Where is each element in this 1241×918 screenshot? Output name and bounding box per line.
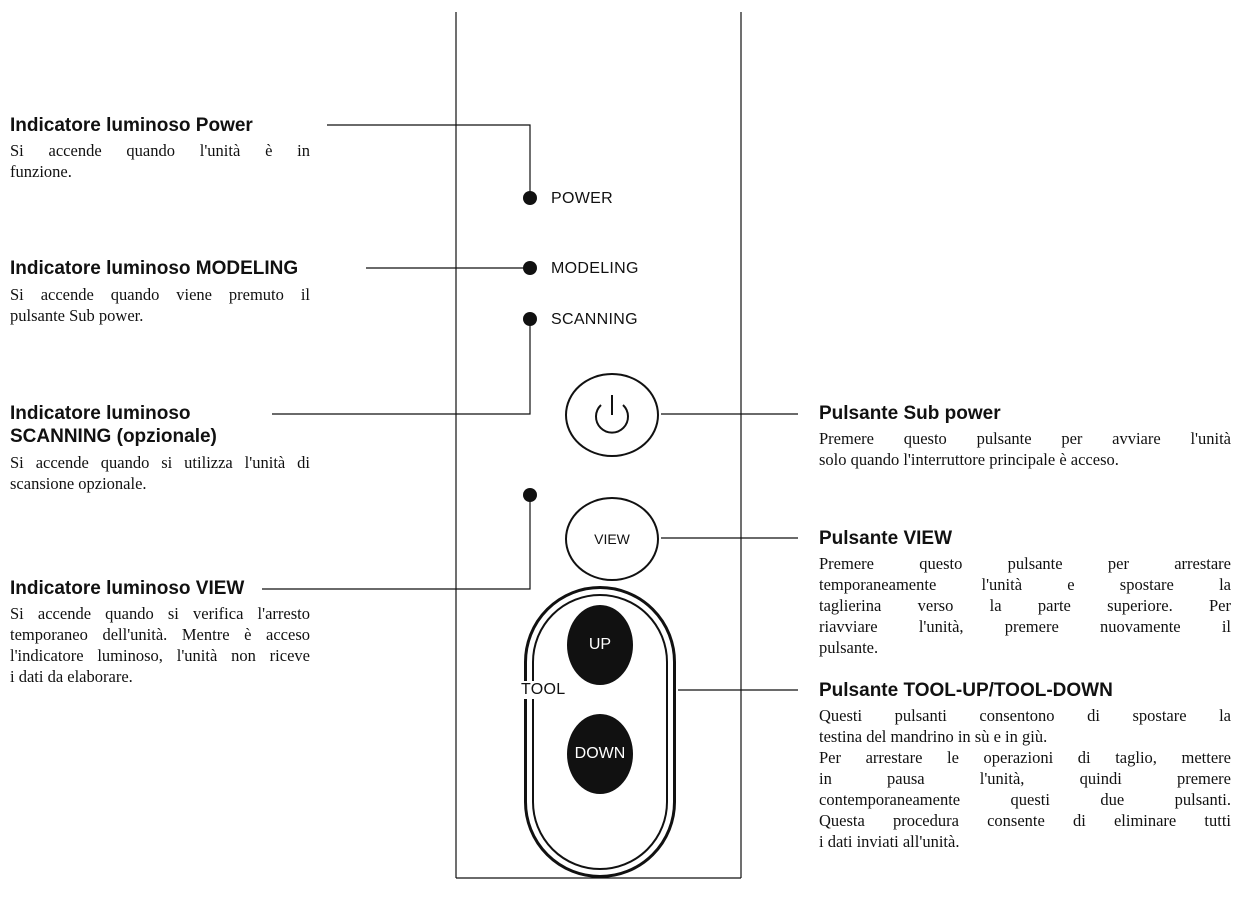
view-led <box>523 488 537 502</box>
modeling-led <box>523 261 537 275</box>
power-symbol-icon <box>594 394 629 434</box>
view-button[interactable]: VIEW <box>565 497 659 581</box>
tool-label: TOOL <box>519 681 568 699</box>
power-callout-desc: Si accende quando l'unità è in funzione. <box>10 141 310 181</box>
sub-power-callout-desc: Premere questo pulsante per avviare l'un… <box>819 429 1231 469</box>
modeling-led-label: MODELING <box>551 260 639 277</box>
scanning-led <box>523 312 537 326</box>
view-button-label: VIEW <box>594 531 630 547</box>
sub-power-button[interactable] <box>565 373 659 457</box>
tool-callout-desc: Questi pulsanti consentono di spostare l… <box>819 706 1231 851</box>
view-led-callout-title: Indicatore luminoso VIEW <box>10 578 245 599</box>
modeling-callout-title: Indicatore luminoso MODELING <box>10 258 299 279</box>
scanning-leader-line <box>272 322 531 415</box>
power-leader-line <box>327 124 531 198</box>
scanning-callout-title-line2: SCANNING (opzionale) <box>10 426 217 447</box>
tool-up-label: UP <box>588 636 612 653</box>
tool-down-label: DOWN <box>574 745 626 762</box>
scanning-callout-desc: Si accende quando si utilizza l'unità di… <box>10 453 310 493</box>
power-led-label: POWER <box>551 190 613 207</box>
scanning-callout-title-line1: Indicatore luminoso <box>10 403 191 424</box>
power-led <box>523 191 537 205</box>
view-button-callout-title: Pulsante VIEW <box>819 528 953 549</box>
tool-button-group <box>524 586 676 878</box>
tool-down-button[interactable]: DOWN <box>567 714 633 794</box>
sub-power-callout-title: Pulsante Sub power <box>819 403 1001 424</box>
tool-up-button[interactable]: UP <box>567 605 633 685</box>
view-led-leader-line <box>262 501 531 590</box>
modeling-callout-desc: Si accende quando viene premuto il pulsa… <box>10 285 310 325</box>
tool-callout-title: Pulsante TOOL-UP/TOOL-DOWN <box>819 680 1113 701</box>
scanning-led-label: SCANNING <box>551 311 638 328</box>
power-callout-title: Indicatore luminoso Power <box>10 115 253 136</box>
tool-button-inner-ring <box>532 594 668 870</box>
view-led-callout-desc: Si accende quando si verifica l'arresto … <box>10 604 310 686</box>
view-button-callout-desc: Premere questo pulsante per arrestare te… <box>819 554 1231 657</box>
